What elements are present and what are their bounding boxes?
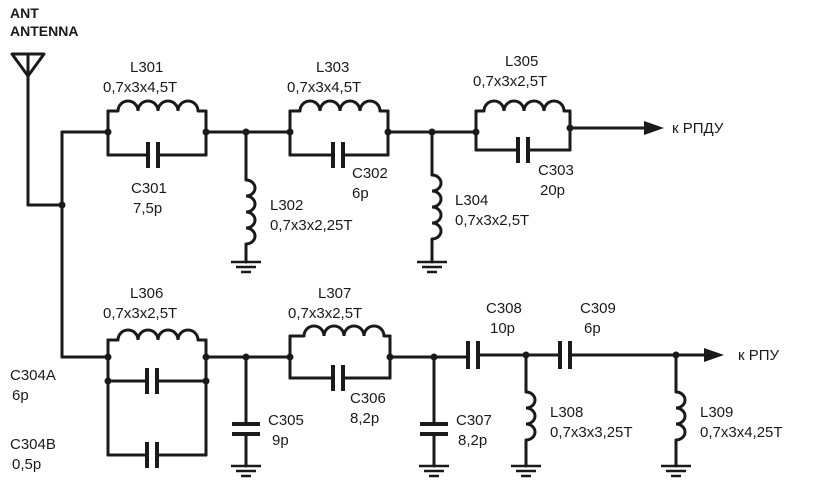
label-L305-name: L305	[505, 53, 538, 70]
label-L306-value: 0,7x3x2,5T	[103, 305, 177, 322]
label-L304-name: L304	[455, 192, 488, 209]
label-L301-value: 0,7x3x4,5T	[103, 79, 177, 96]
tank-L307-C306	[288, 324, 392, 391]
label-C301-name: C301	[131, 180, 167, 197]
antenna-label-long: ANTENNA	[10, 23, 78, 39]
inductor-L306	[116, 328, 200, 341]
antenna-symbol	[10, 52, 46, 207]
label-L307-value: 0,7x3x2,5T	[288, 305, 362, 322]
label-L304-value: 0,7x3x2,5T	[455, 212, 529, 229]
label-C304B-name: C304B	[10, 436, 56, 453]
tank-L305-C303	[474, 99, 572, 163]
label-C306-value: 8,2p	[350, 410, 379, 427]
label-C304B-value: 0,5p	[12, 456, 41, 473]
label-C301-value: 7,5p	[133, 200, 162, 217]
capacitor-C308-series	[466, 341, 562, 369]
label-C303-value: 20p	[540, 182, 565, 199]
label-L306-name: L306	[130, 285, 163, 302]
junction-dot	[58, 201, 66, 209]
label-C306-name: C306	[350, 390, 386, 407]
output-arrow-rpdu	[568, 121, 664, 135]
label-L303-name: L303	[316, 59, 349, 76]
tank-L303-C302	[288, 99, 390, 168]
label-L305-value: 0,7x3x2,5T	[473, 73, 547, 90]
label-C302-name: C302	[352, 165, 388, 182]
output-arrow-rpu	[674, 348, 724, 362]
label-C303-name: C303	[538, 162, 574, 179]
label-C302-value: 6p	[352, 185, 369, 202]
label-L307-name: L307	[318, 285, 351, 302]
antenna-label-short: ANT	[10, 5, 39, 21]
inductor-L301	[116, 99, 200, 112]
label-L309-value: 0,7x3x4,25T	[700, 424, 783, 441]
label-C305-name: C305	[268, 412, 304, 429]
tank-L306-C304	[106, 328, 208, 468]
capacitor-C305-shunt	[231, 355, 261, 478]
label-L308-value: 0,7x3x3,25T	[550, 424, 633, 441]
inductor-L303	[298, 99, 382, 112]
capacitor-C307-shunt	[419, 355, 449, 478]
label-C309-value: 6p	[584, 320, 601, 337]
label-L302-value: 0,7x3x2,25T	[270, 217, 353, 234]
tank-L301-C301	[106, 99, 208, 168]
label-L303-value: 0,7x3x4,5T	[287, 79, 361, 96]
label-C305-value: 9p	[272, 432, 289, 449]
input-trunk-wires	[26, 130, 110, 359]
label-L309-name: L309	[700, 404, 733, 421]
inductor-L305	[482, 99, 566, 112]
label-C307-name: C307	[456, 412, 492, 429]
label-C307-value: 8,2p	[458, 432, 487, 449]
label-C308-name: C308	[486, 300, 522, 317]
inductor-L302-shunt	[231, 130, 261, 274]
inductor-L304-shunt	[417, 130, 447, 274]
label-C304A-value: 6p	[12, 387, 29, 404]
label-L301-name: L301	[130, 59, 163, 76]
inductor-L308-shunt	[511, 353, 541, 478]
output-label-rpdu: к РПДУ	[672, 120, 724, 137]
output-label-rpu: к РПУ	[738, 347, 780, 364]
inductor-L307	[302, 324, 386, 337]
label-C304A-name: C304A	[10, 367, 56, 384]
label-C308-value: 10p	[490, 320, 515, 337]
label-L302-name: L302	[270, 197, 303, 214]
label-L308-name: L308	[550, 404, 583, 421]
inductor-L309-shunt	[661, 353, 691, 478]
label-C309-name: C309	[580, 300, 616, 317]
